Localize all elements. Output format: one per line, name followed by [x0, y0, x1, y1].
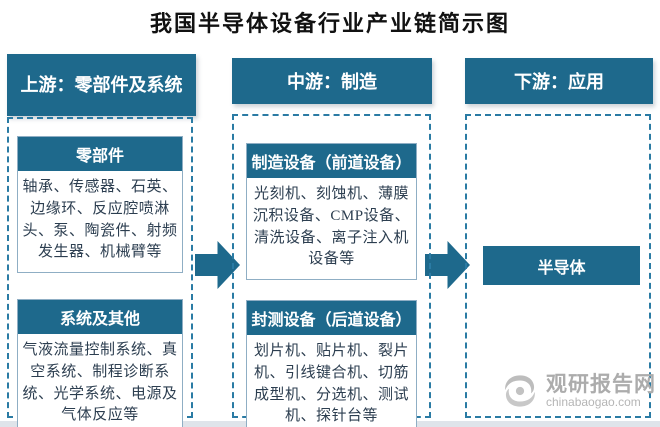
flow-arrow-right-icon [425, 241, 470, 289]
downstream-header: 下游：应用 [465, 58, 653, 104]
front-end-equipment-header: 制造设备（前道设备） [247, 144, 416, 178]
watermark: 观研报告网 chinabaogao.com [498, 362, 658, 420]
front-end-equipment-box: 制造设备（前道设备） 光刻机、刻蚀机、薄膜沉积设备、CMP设备、清洗设备、离子注… [246, 143, 417, 280]
systems-box: 系统及其他 气液流量控制系统、真空系统、制程诊断系统、光学系统、电源及气体反应等 [17, 299, 183, 427]
downstream-panel [465, 114, 651, 418]
upstream-header: 上游：零部件及系统 [7, 54, 196, 116]
watermark-swirl-logo-icon [505, 375, 535, 407]
watermark-site-name: 观研报告网 [546, 372, 656, 396]
watermark-text: 观研报告网 chinabaogao.com [546, 372, 656, 409]
diagram-title: 我国半导体设备行业产业链简示图 [149, 11, 510, 36]
systems-box-body: 气液流量控制系统、真空系统、制程诊断系统、光学系统、电源及气体反应等 [22, 342, 178, 424]
packaging-test-equipment-box: 封测设备（后道设备） 划片机、贴片机、裂片机、引线键合机、切筋成型机、分选机、测… [246, 300, 417, 427]
systems-box-header: 系统及其他 [18, 300, 182, 334]
components-box: 零部件 轴承、传感器、石英、边缘环、反应腔喷淋头、泵、陶瓷件、射频发生器、机械臂… [17, 136, 183, 273]
midstream-panel: 制造设备（前道设备） 光刻机、刻蚀机、薄膜沉积设备、CMP设备、清洗设备、离子注… [232, 114, 431, 427]
packaging-test-equipment-body: 划片机、贴片机、裂片机、引线键合机、切筋成型机、分选机、测试机、探针台等 [253, 343, 409, 425]
components-box-header: 零部件 [18, 137, 182, 171]
watermark-domain: chinabaogao.com [546, 394, 641, 409]
midstream-header: 中游：制造 [232, 58, 432, 104]
semiconductor-box: 半导体 [483, 246, 640, 285]
components-box-body: 轴承、传感器、石英、边缘环、反应腔喷淋头、泵、陶瓷件、射频发生器、机械臂等 [22, 179, 178, 261]
front-end-equipment-body: 光刻机、刻蚀机、薄膜沉积设备、CMP设备、清洗设备、离子注入机设备等 [252, 186, 411, 268]
packaging-test-equipment-header: 封测设备（后道设备） [247, 301, 416, 335]
upstream-panel: 零部件 轴承、传感器、石英、边缘环、反应腔喷淋头、泵、陶瓷件、射频发生器、机械臂… [7, 117, 193, 427]
